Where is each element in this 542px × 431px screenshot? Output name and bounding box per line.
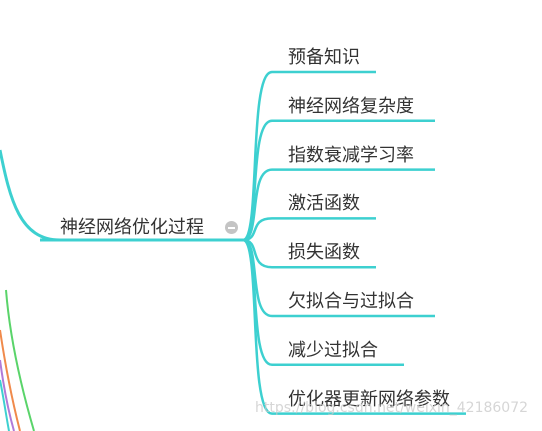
child-topic[interactable]: 损失函数 — [288, 242, 360, 264]
central-topic[interactable]: 神经网络优化过程 — [60, 217, 204, 238]
child-topic[interactable]: 预备知识 — [288, 47, 360, 68]
watermark-text: https://blog.csdn.net/weixin_42186072 — [255, 400, 529, 416]
collapse-toggle-icon[interactable] — [225, 221, 238, 234]
left-branch-line — [0, 329, 21, 431]
child-topic[interactable]: 激活函数 — [288, 193, 360, 215]
branch-line — [242, 119, 435, 242]
left-branch-line — [5, 289, 35, 431]
left-branch-line — [0, 359, 15, 431]
child-topic[interactable]: 指数衰减学习率 — [288, 144, 414, 166]
left-branch-lines — [0, 289, 35, 431]
branch-lines — [0, 70, 466, 415]
left-branch-line — [0, 379, 10, 431]
branch-line — [242, 168, 435, 242]
child-topic[interactable]: 欠拟合与过拟合 — [288, 291, 414, 312]
branch-line — [242, 238, 466, 415]
child-topic[interactable]: 优化器更新网络参数 — [288, 388, 450, 410]
child-topic[interactable]: 神经网络复杂度 — [288, 95, 414, 117]
branch-line — [242, 217, 376, 242]
central-incoming-curve — [0, 149, 61, 242]
child-topic[interactable]: 减少过拟合 — [288, 339, 378, 361]
